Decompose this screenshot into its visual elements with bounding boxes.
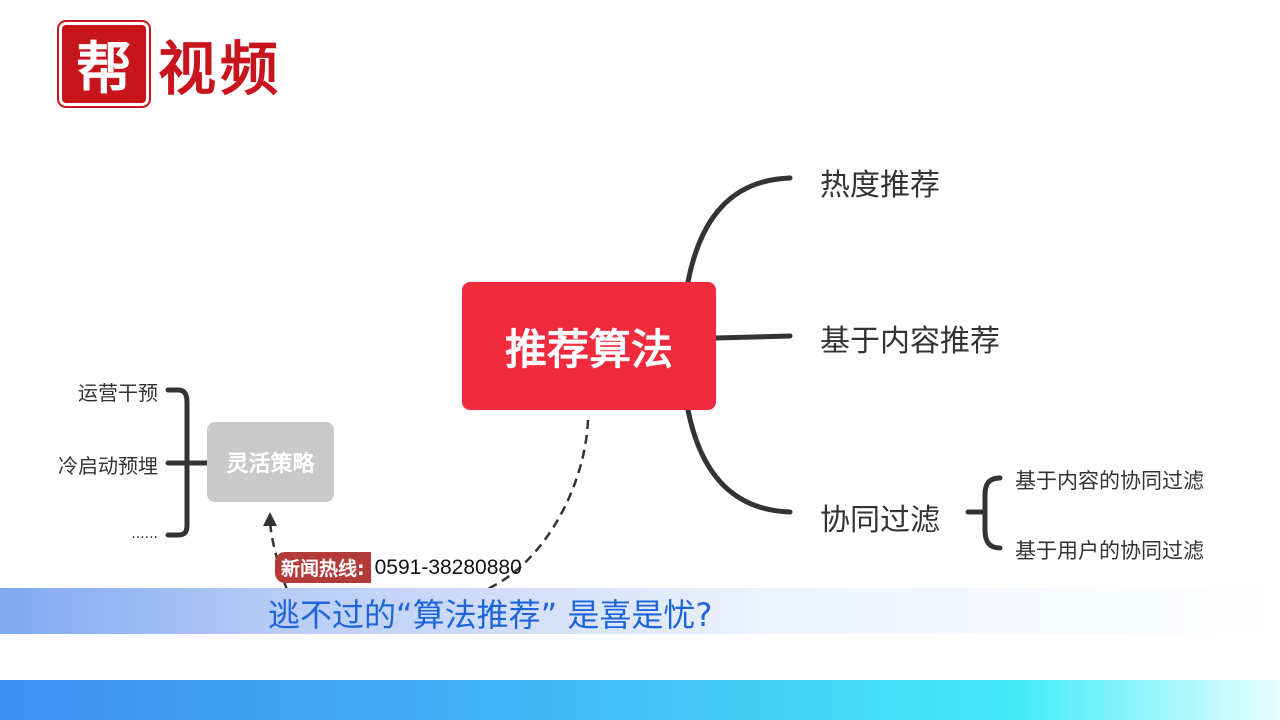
bottom-band (0, 680, 1280, 720)
collab-sub-content: 基于内容的协同过滤 (1015, 469, 1204, 493)
center-node: 推荐算法 (462, 282, 716, 410)
strategy-item: 冷启动预埋 (58, 454, 158, 478)
hotline: 新闻热线: 0591-38280880 (275, 552, 522, 583)
dashed-link (479, 419, 590, 594)
strategy-item: 运营干预 (78, 381, 158, 405)
logo: 帮 视频 (62, 22, 282, 106)
hotline-number: 0591-38280880 (374, 555, 522, 579)
hotline-label: 新闻热线: (275, 552, 371, 583)
logo-seal: 帮 (62, 25, 146, 103)
arrowhead (263, 512, 277, 526)
headline-band (0, 588, 1280, 634)
branch-content: 基于内容推荐 (820, 324, 1000, 359)
strategy-node: 灵活策略 (207, 422, 334, 502)
branch-collab: 协同过滤 (820, 503, 940, 538)
connector-hot (685, 175, 793, 285)
connector-collab-sub (965, 475, 1003, 551)
connector-collab (685, 407, 793, 515)
connector-strategy-items (165, 387, 210, 538)
strategy-item: ...... (131, 526, 158, 542)
headline: 逃不过的“算法推荐” 是喜是忧? (268, 596, 713, 634)
collab-sub-user: 基于用户的协同过滤 (1015, 539, 1204, 563)
branch-hot: 热度推荐 (820, 168, 940, 203)
logo-text: 视频 (158, 35, 283, 103)
connector-content (713, 333, 793, 341)
